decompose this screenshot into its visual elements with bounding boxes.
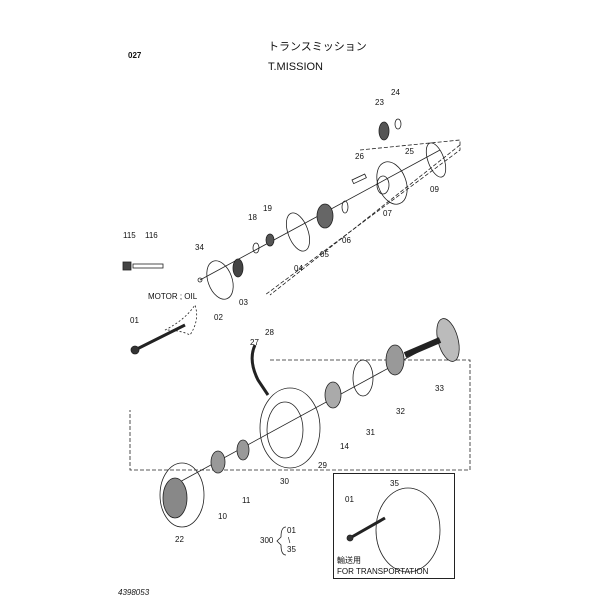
callout-34: 34 [195, 243, 204, 252]
motor-outline [164, 304, 198, 336]
callout-116: 116 [145, 231, 158, 240]
assembly-to: 35 [287, 545, 296, 554]
part-34 [197, 277, 203, 283]
callout-24: 24 [391, 88, 400, 97]
callout-04: 04 [294, 264, 303, 273]
part-11 [236, 439, 250, 461]
title-jp: トランスミッション [268, 41, 367, 53]
part-26-pin [351, 173, 367, 185]
part-03-bearing [232, 258, 244, 278]
part-01-bolt [130, 345, 140, 355]
callout-01-transport: 01 [345, 495, 354, 504]
assembly-sep: \ [288, 536, 291, 545]
part-22-ring-gear [159, 462, 205, 528]
part-06-washer [341, 200, 349, 214]
callout-11: 11 [242, 496, 251, 505]
part-27-pipe [250, 344, 270, 396]
callout-25: 25 [405, 147, 414, 156]
motor-oil-note: MOTOR ; OIL [148, 292, 198, 301]
callout-19: 19 [263, 204, 272, 213]
part-14-bearing [324, 381, 342, 409]
part-19 [265, 233, 275, 247]
part-24-ring [394, 118, 402, 130]
part-30-housing [259, 387, 321, 469]
part-23-gear [378, 121, 390, 141]
callout-28: 28 [265, 328, 274, 337]
part-115 [122, 261, 132, 271]
assembly-from: 01 [287, 526, 296, 535]
part-10 [210, 450, 226, 474]
callout-35: 35 [390, 479, 399, 488]
assembly-bracket [276, 526, 287, 556]
part-116 [132, 263, 164, 269]
part-07-carrier [376, 161, 408, 205]
callout-29: 29 [318, 461, 327, 470]
part-09-plate [425, 142, 447, 178]
callout-01: 01 [130, 316, 139, 325]
callout-10: 10 [218, 512, 227, 521]
callout-22: 22 [175, 535, 184, 544]
callout-27: 27 [250, 338, 259, 347]
drawing-number: 4398053 [118, 588, 150, 597]
transport-bolt-01 [346, 534, 354, 542]
callout-07: 07 [383, 209, 392, 218]
callout-30: 30 [280, 477, 289, 486]
callout-23: 23 [375, 98, 384, 107]
transport-label-en: FOR TRANSPORTATION [337, 567, 429, 576]
callout-18: 18 [248, 213, 257, 222]
title-en: T.MISSION [268, 61, 324, 73]
callout-32: 32 [396, 407, 405, 416]
callout-02: 02 [214, 313, 223, 322]
part-32-bearing [385, 344, 405, 376]
callout-14: 14 [340, 442, 349, 451]
transport-box [333, 473, 455, 579]
page-number: 027 [128, 51, 142, 60]
callout-06: 06 [342, 236, 351, 245]
part-04-carrier [285, 212, 311, 252]
callout-03: 03 [239, 298, 248, 307]
callout-09: 09 [430, 185, 439, 194]
callout-05: 05 [320, 250, 329, 259]
assembly-number: 300 [260, 536, 274, 545]
part-31-ring [352, 359, 374, 397]
part-05-gear [316, 203, 334, 229]
callout-31: 31 [366, 428, 375, 437]
callout-26: 26 [355, 152, 364, 161]
callout-33: 33 [435, 384, 444, 393]
callout-115: 115 [123, 231, 136, 240]
part-35-cover [375, 487, 441, 573]
part-18 [252, 242, 260, 254]
part-02-plate [206, 260, 234, 300]
transport-label-jp: 輸送用 [337, 556, 361, 565]
